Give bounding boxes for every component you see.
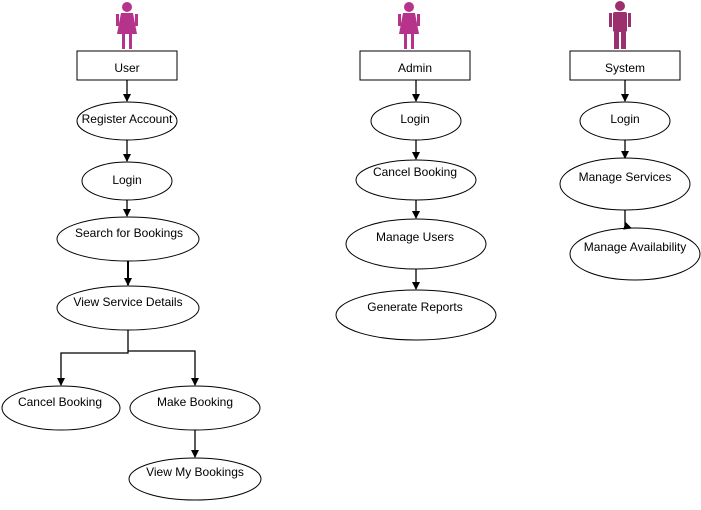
admin-actor-icon <box>398 2 420 49</box>
admin-generate-reports-node[interactable] <box>335 289 497 341</box>
user-search-bookings-label: Search for Bookings <box>74 226 184 240</box>
admin-actor-label: Admin <box>397 61 433 75</box>
user-cancel-booking-node[interactable] <box>1 385 121 431</box>
admin-cancel-booking-label: Cancel Booking <box>372 165 458 179</box>
user-cancel-booking-label: Cancel Booking <box>17 395 103 409</box>
system-manage-availability-label: Manage Availability <box>583 240 687 254</box>
admin-actor-box <box>359 50 471 81</box>
system-manage-availability-node[interactable] <box>569 227 701 281</box>
system-actor-box <box>569 50 681 81</box>
edge-services-availability <box>623 210 632 230</box>
admin-manage-users-label: Manage Users <box>375 230 455 244</box>
user-actor-icon <box>116 2 138 49</box>
edge-details-cancel <box>57 330 129 386</box>
edge-details-make <box>128 350 199 386</box>
user-make-booking-label: Make Booking <box>156 395 234 409</box>
system-actor-label: System <box>604 61 646 75</box>
system-manage-services-node[interactable] <box>559 157 691 211</box>
system-actor-icon <box>609 1 631 49</box>
system-login-label: Login <box>610 112 640 126</box>
user-view-my-bookings-node[interactable] <box>128 457 262 501</box>
user-actor-label: User <box>114 61 140 75</box>
admin-manage-users-node[interactable] <box>345 218 487 270</box>
admin-generate-reports-label: Generate Reports <box>367 300 463 314</box>
user-view-my-bookings-label: View My Bookings <box>146 465 244 479</box>
user-register-account-label: Register Account <box>81 112 173 126</box>
admin-login-label: Login <box>400 112 430 126</box>
user-actor-box <box>76 50 178 81</box>
user-view-service-details-label: View Service Details <box>73 295 183 309</box>
user-login-label: Login <box>112 173 142 187</box>
system-manage-services-label: Manage Services <box>578 170 672 184</box>
